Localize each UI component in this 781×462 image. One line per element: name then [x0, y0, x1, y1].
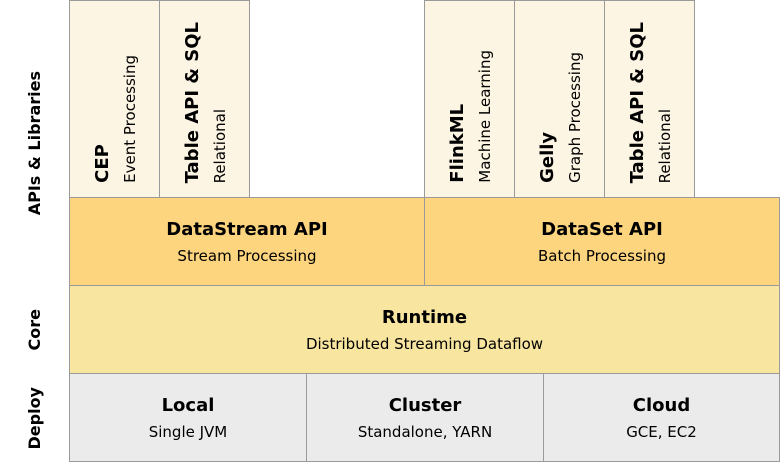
- layer-label-apis-libraries: APIs & Libraries: [0, 0, 69, 286]
- library-subtitle: Relational: [210, 108, 229, 183]
- library-subtitle: Relational: [655, 108, 674, 183]
- deploy-subtitle: Single JVM: [148, 422, 228, 441]
- deploy-title: Local: [161, 394, 215, 416]
- core-subtitle: Distributed Streaming Dataflow: [305, 334, 544, 353]
- library-subtitle: Event Processing: [120, 55, 139, 183]
- core-title: Runtime: [381, 306, 468, 328]
- layer-label-text: Deploy: [25, 386, 44, 450]
- datastream-api-box: DataStream API Stream Processing: [69, 197, 425, 286]
- library-title: Table API & SQL: [626, 21, 648, 183]
- library-title: FlinkML: [446, 104, 468, 183]
- layer-label-text: Core: [25, 309, 44, 351]
- api-subtitle: Stream Processing: [177, 246, 317, 265]
- library-table-api-stream: Table API & SQL Relational: [159, 0, 250, 198]
- library-flinkml: FlinkML Machine Learning: [424, 0, 515, 198]
- library-table-api-batch: Table API & SQL Relational: [604, 0, 695, 198]
- api-title: DataStream API: [166, 218, 328, 240]
- dataset-api-box: DataSet API Batch Processing: [424, 197, 780, 286]
- api-title: DataSet API: [541, 218, 663, 240]
- layer-label-core: Core: [0, 286, 69, 374]
- deploy-title: Cluster: [388, 394, 462, 416]
- library-title: CEP: [91, 144, 113, 183]
- layer-label-deploy: Deploy: [0, 374, 69, 462]
- deploy-subtitle: Standalone, YARN: [357, 422, 493, 441]
- library-subtitle: Graph Processing: [565, 52, 584, 183]
- library-gelly: Gelly Graph Processing: [514, 0, 605, 198]
- deploy-subtitle: GCE, EC2: [626, 422, 697, 441]
- layer-label-text: APIs & Libraries: [25, 70, 44, 216]
- deploy-title: Cloud: [632, 394, 691, 416]
- library-subtitle: Machine Learning: [475, 50, 494, 183]
- library-title: Gelly: [536, 131, 558, 183]
- library-title: Table API & SQL: [181, 21, 203, 183]
- api-subtitle: Batch Processing: [538, 246, 666, 265]
- library-cep: CEP Event Processing: [69, 0, 160, 198]
